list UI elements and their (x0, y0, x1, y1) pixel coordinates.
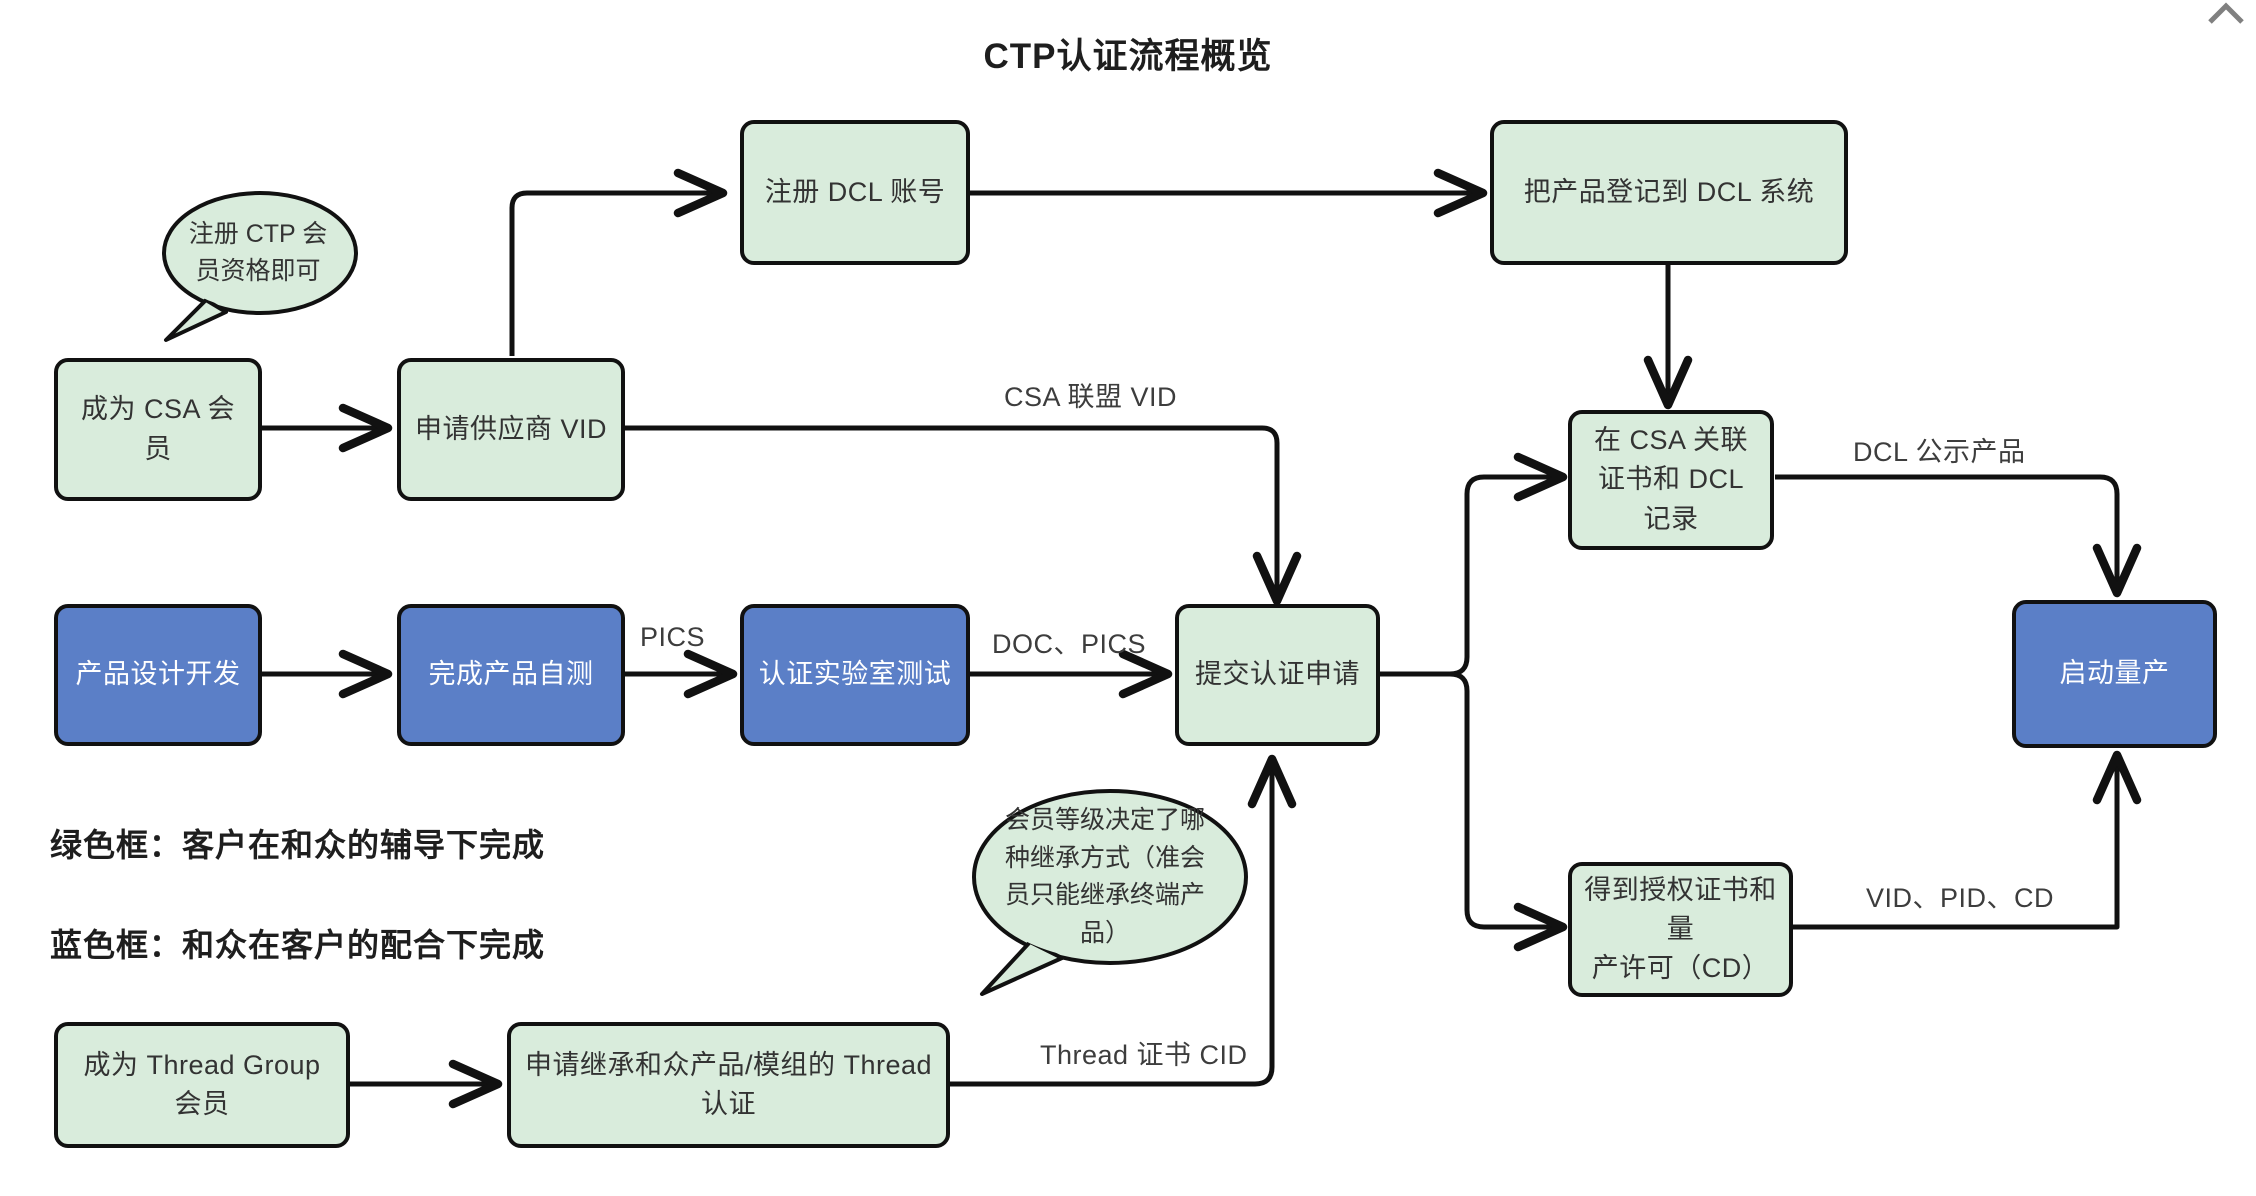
node-become-csa-member[interactable]: 成为 CSA 会员 (54, 358, 262, 501)
legend-green: 绿色框：客户在和众的辅导下完成 (50, 827, 546, 863)
node-register-product-dcl[interactable]: 把产品登记到 DCL 系统 (1490, 120, 1848, 265)
node-apply-vendor-vid[interactable]: 申请供应商 VID (397, 358, 625, 501)
edge-vid-to-submit (625, 425, 1302, 606)
edge-label-csa-alliance-vid: CSA 联盟 VID (1004, 382, 1178, 412)
node-product-design[interactable]: 产品设计开发 (54, 604, 262, 746)
edge-label-pics: PICS (640, 622, 706, 652)
node-register-dcl-account[interactable]: 注册 DCL 账号 (740, 120, 970, 265)
edge-label-dcl-public-product: DCL 公示产品 (1853, 437, 2026, 467)
edge-submit-to-get-cert (1449, 671, 1568, 952)
legend-blue: 蓝色框：和众在客户的配合下完成 (50, 927, 546, 963)
edge-link-cert-to-mass-production (1775, 474, 2142, 598)
edge-vid-to-register-dcl (509, 168, 728, 356)
node-start-mass-production[interactable]: 启动量产 (2012, 600, 2217, 748)
edge-label-doc-pics: DOC、PICS (992, 629, 1147, 659)
page-title: CTP认证流程概览 (983, 37, 1273, 76)
node-apply-thread-cert[interactable]: 申请继承和众产品/模组的 Thread 认证 (507, 1022, 950, 1148)
node-link-cert-dcl[interactable]: 在 CSA 关联 证书和 DCL 记录 (1568, 410, 1774, 550)
edge-submit-to-link-cert (1449, 452, 1568, 677)
node-get-cert-cd[interactable]: 得到授权证书和量 产许可（CD） (1568, 862, 1793, 997)
callout-membership-level: 会员等级决定了哪 种继承方式（准会 员只能继承终端产 品） (960, 782, 1250, 997)
node-become-thread-member[interactable]: 成为 Thread Group 会员 (54, 1022, 350, 1148)
edge-label-vid-pid-cd: VID、PID、CD (1866, 883, 2055, 913)
close-icon[interactable] (2202, 0, 2250, 36)
edge-label-thread-cert-cid: Thread 证书 CID (1040, 1040, 1248, 1070)
node-submit-application[interactable]: 提交认证申请 (1175, 604, 1380, 746)
node-lab-test[interactable]: 认证实验室测试 (740, 604, 970, 746)
callout-ctp-membership: 注册 CTP 会 员资格即可 (148, 188, 368, 343)
node-self-test[interactable]: 完成产品自测 (397, 604, 625, 746)
